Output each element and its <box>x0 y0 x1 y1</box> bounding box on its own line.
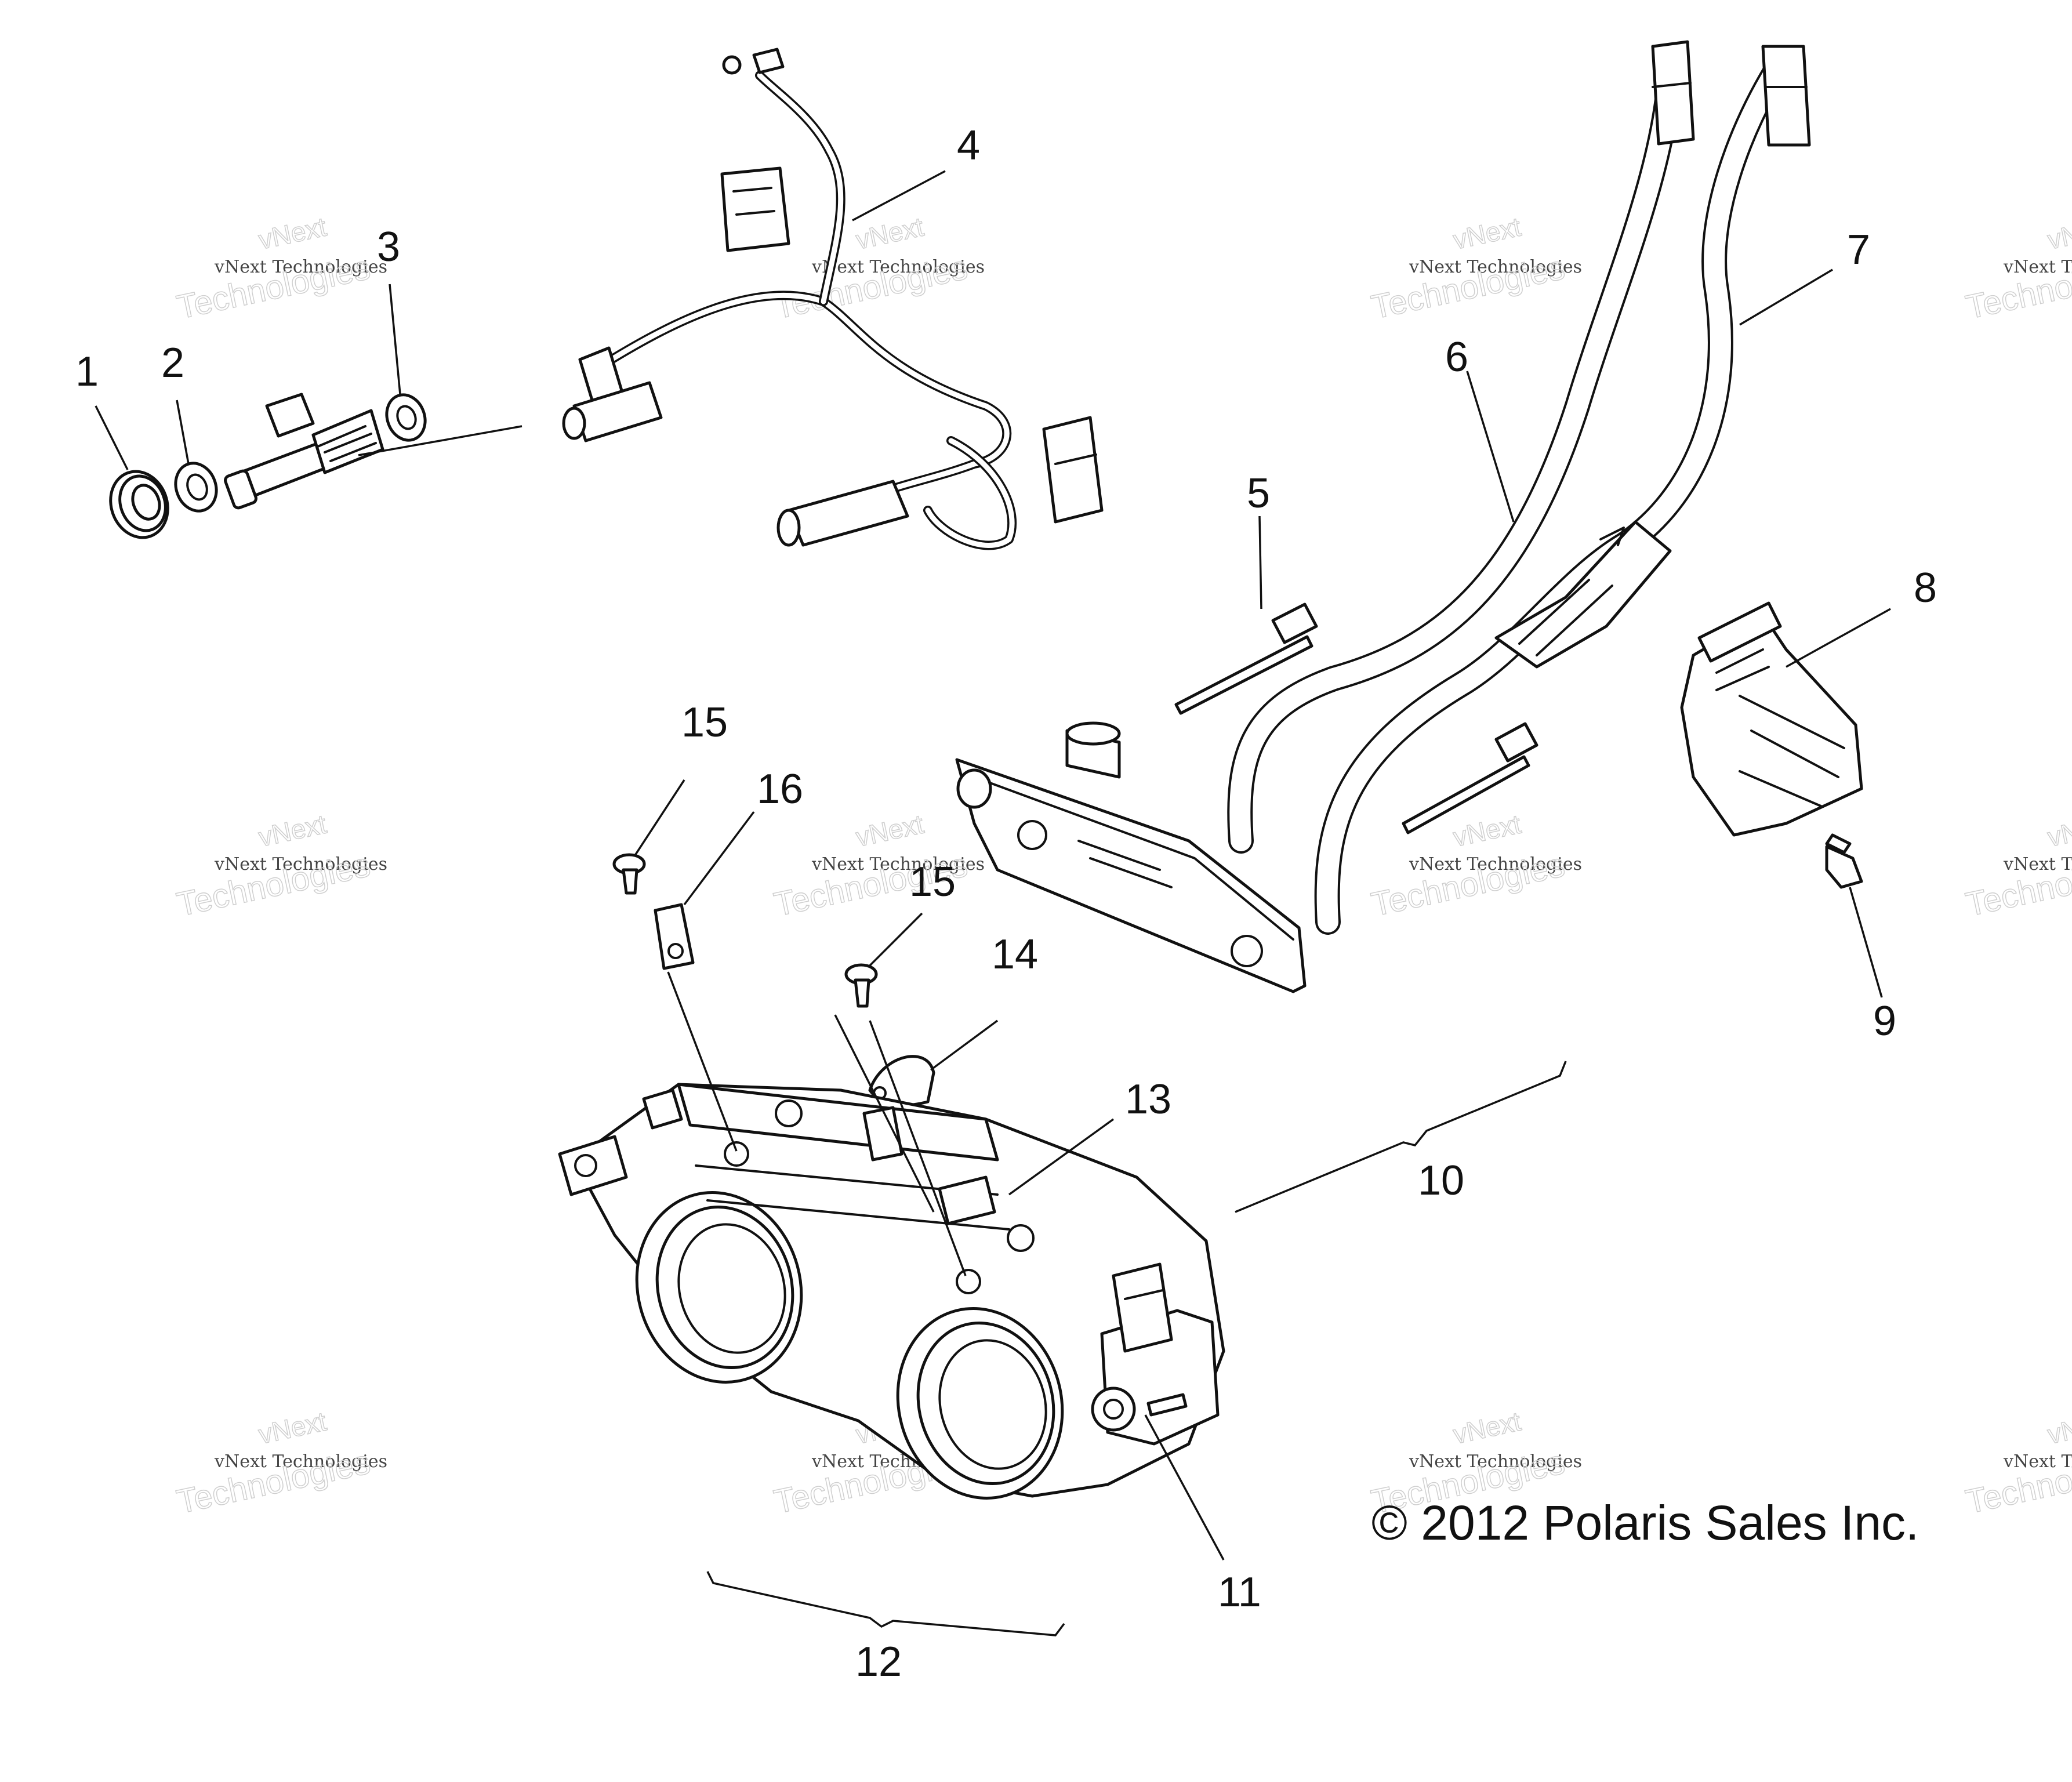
svg-text:vNext Technologies: vNext Technologies <box>2003 854 2072 874</box>
leader-screw <box>667 971 738 1152</box>
svg-text:vNext: vNext <box>2045 211 2072 255</box>
watermark: vNext vNext Technologies Technologies <box>1367 211 1582 327</box>
callout-9: 9 <box>1873 998 1896 1044</box>
leader-8 <box>1786 608 1891 668</box>
part-4-wire-harness[interactable] <box>562 48 1104 550</box>
svg-text:vNext Technologies: vNext Technologies <box>1409 1451 1582 1472</box>
callout-14: 14 <box>992 931 1038 978</box>
leader-6 <box>1466 371 1515 522</box>
svg-text:vNext: vNext <box>256 211 329 255</box>
watermark: vNext vNext Technologies Technologies <box>173 1406 387 1522</box>
fuel-rail[interactable] <box>955 721 1307 993</box>
svg-text:vNext Technologies: vNext Technologies <box>2003 257 2072 277</box>
svg-text:vNext: vNext <box>1450 211 1523 255</box>
watermark: vNext vNext Technologies Technologies <box>173 808 387 924</box>
part-9-screw[interactable] <box>1825 833 1863 889</box>
svg-text:vNext: vNext <box>2045 1406 2072 1449</box>
part-3-o-ring[interactable] <box>380 389 431 445</box>
leader-5 <box>1258 516 1262 609</box>
leader-9 <box>1849 887 1883 998</box>
leader-14 <box>930 1019 999 1071</box>
watermark: vNext vNext Technologies Technologies <box>1962 211 2072 327</box>
callout-11: 11 <box>1218 1569 1261 1616</box>
callout-13: 13 <box>1125 1076 1171 1123</box>
watermark: vNext vNext Technologies Technologies <box>1367 808 1582 924</box>
leader-lines <box>95 170 1891 1636</box>
bracket-12 <box>706 1571 1065 1636</box>
svg-text:vNext: vNext <box>853 808 926 852</box>
callout-labels: 1 2 3 4 5 6 7 8 9 10 11 12 13 14 15 15 1… <box>75 122 1937 1685</box>
svg-text:vNext: vNext <box>853 211 926 255</box>
callout-7: 7 <box>1847 227 1870 273</box>
svg-text:vNext Technologies: vNext Technologies <box>2003 1451 2072 1472</box>
svg-text:vNext Technologies: vNext Technologies <box>811 854 985 874</box>
leader-15a <box>634 779 685 856</box>
leader-3 <box>389 284 401 395</box>
part-7-fuel-hose[interactable] <box>1314 45 1811 935</box>
callout-12: 12 <box>855 1639 902 1685</box>
callout-10: 10 <box>1418 1157 1464 1204</box>
svg-text:vNext Technologies: vNext Technologies <box>1409 854 1582 874</box>
part-2-o-ring[interactable] <box>169 458 223 517</box>
watermark: vNext vNext Technologies Technologies <box>173 211 387 327</box>
leader-16 <box>683 811 755 906</box>
leader-7 <box>1739 268 1833 326</box>
part-5-bolt[interactable] <box>1174 603 1318 715</box>
callout-6: 6 <box>1445 334 1468 380</box>
svg-text:vNext: vNext <box>1450 1406 1523 1449</box>
callout-5: 5 <box>1247 470 1270 517</box>
leader-4 <box>852 170 946 222</box>
svg-text:vNext Technologies: vNext Technologies <box>811 257 985 277</box>
part-1-seal[interactable] <box>101 463 177 546</box>
leader-2 <box>176 400 190 464</box>
svg-text:vNext Technologies: vNext Technologies <box>214 257 387 277</box>
svg-text:vNext: vNext <box>1450 808 1523 852</box>
svg-text:vNext: vNext <box>2045 808 2072 852</box>
leader-1 <box>95 405 129 470</box>
callout-4: 4 <box>957 122 980 169</box>
leader-screw <box>834 1014 935 1213</box>
svg-text:vNext Technologies: vNext Technologies <box>214 854 387 874</box>
callout-2: 2 <box>161 340 184 386</box>
svg-text:vNext Technologies: vNext Technologies <box>214 1451 387 1472</box>
callout-16: 16 <box>757 766 803 812</box>
callout-3: 3 <box>377 224 400 270</box>
callout-15: 15 <box>681 699 728 746</box>
callout-1: 1 <box>75 349 99 395</box>
fuel-injector[interactable] <box>224 393 384 510</box>
part-6-fuel-hose[interactable] <box>1227 40 1695 854</box>
callout-8: 8 <box>1914 565 1937 611</box>
part-16-clip[interactable] <box>654 903 695 970</box>
watermark: vNext vNext Technologies Technologies <box>1962 808 2072 924</box>
bracket-10 <box>1235 1061 1567 1213</box>
svg-text:vNext Technologies: vNext Technologies <box>1409 257 1582 277</box>
svg-text:vNext: vNext <box>256 808 329 852</box>
copyright-notice: © 2012 Polaris Sales Inc. <box>1371 1496 1919 1550</box>
part-15-screw[interactable] <box>612 853 646 895</box>
throttle-body[interactable] <box>558 1083 1225 1517</box>
svg-text:vNext: vNext <box>256 1406 329 1449</box>
leader-screw <box>869 1020 967 1276</box>
leader-15b <box>869 912 923 967</box>
leader-injector <box>358 425 522 456</box>
bolt[interactable] <box>1402 722 1538 834</box>
part-15-screw[interactable] <box>844 963 878 1008</box>
part-8-pressure-regulator[interactable] <box>1680 601 1863 837</box>
callout-15: 15 <box>909 859 956 905</box>
watermark: vNext vNext Technologies Technologies <box>1962 1406 2072 1522</box>
leader-11 <box>1144 1414 1225 1560</box>
watermark: vNext vNext Technologies Technologies <box>770 211 985 327</box>
leader-13 <box>1008 1118 1115 1196</box>
